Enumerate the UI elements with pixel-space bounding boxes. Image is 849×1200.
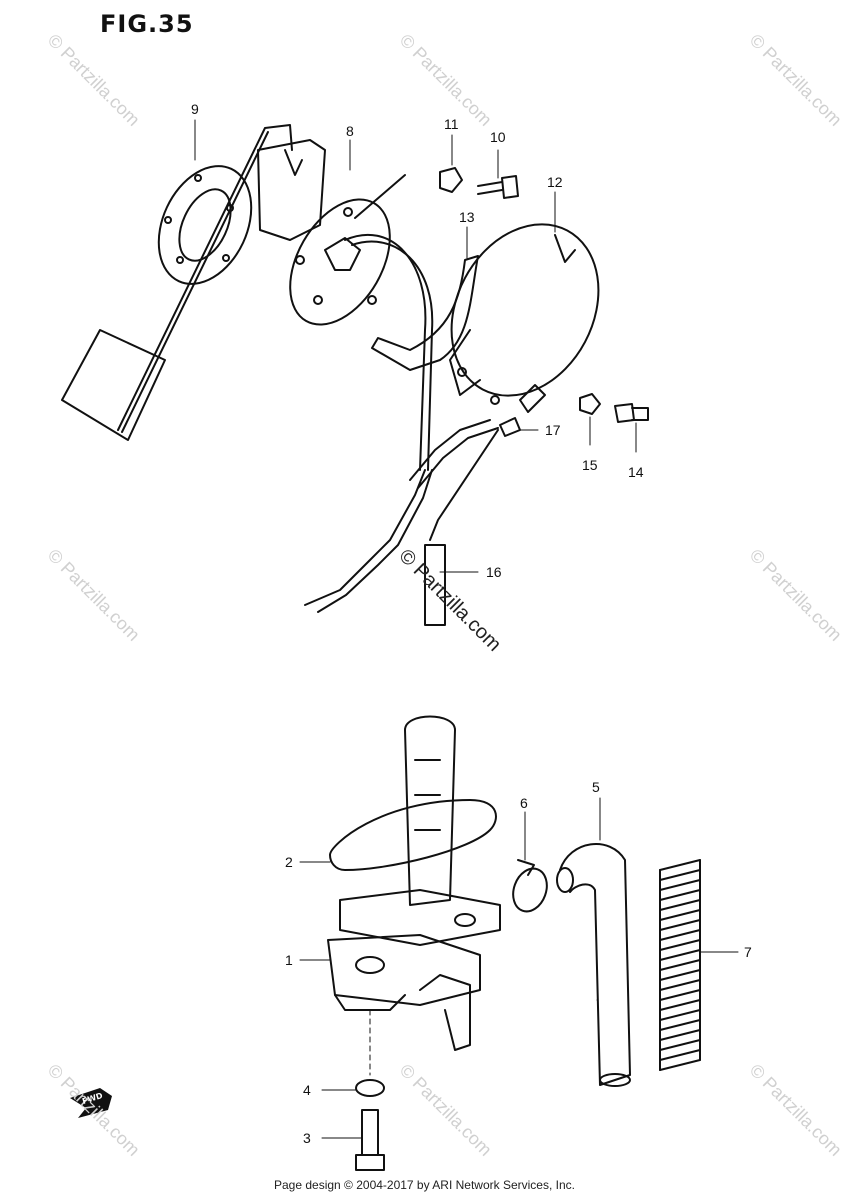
part-17-pin	[499, 417, 521, 437]
callout-6: 6	[520, 795, 528, 811]
part-15-washer	[579, 393, 601, 415]
part-3-bolt	[355, 1109, 385, 1171]
callout-16: 16	[486, 564, 502, 580]
callout-14: 14	[628, 464, 644, 480]
callout-2: 2	[285, 854, 293, 870]
part-14-screw	[614, 403, 649, 423]
part-1-fuel-cock	[327, 715, 501, 1051]
callout-9: 9	[191, 101, 199, 117]
part-5-fuel-hose	[556, 843, 631, 1087]
callout-15: 15	[582, 457, 598, 473]
part-16-hose	[424, 544, 446, 626]
part-12-cover-plate	[449, 223, 600, 413]
callout-4: 4	[303, 1082, 311, 1098]
callout-11: 11	[444, 116, 459, 132]
leader-lines	[194, 119, 739, 1139]
part-8-sender-unit	[257, 139, 434, 471]
callout-12: 12	[547, 174, 563, 190]
fwd-arrow-icon	[70, 1088, 112, 1118]
callout-1: 1	[285, 952, 293, 968]
part-6-hose-clamp	[512, 859, 548, 913]
part-10-bolt	[477, 175, 519, 199]
footer-copyright: Page design © 2004-2017 by ARI Network S…	[273, 1178, 575, 1192]
part-7-spring	[659, 859, 701, 1071]
part-4-washer	[355, 1079, 385, 1097]
figure-title: FIG.35	[100, 10, 194, 38]
callout-5: 5	[592, 779, 600, 795]
callout-13: 13	[459, 209, 475, 225]
callout-7: 7	[744, 944, 752, 960]
callout-3: 3	[303, 1130, 311, 1146]
callout-10: 10	[490, 129, 506, 145]
part-11-nut	[439, 167, 463, 193]
callout-8: 8	[346, 123, 354, 139]
wire-harness	[304, 419, 499, 613]
callout-17: 17	[545, 422, 561, 438]
part-2-o-ring	[329, 799, 497, 871]
part-9-gasket-float	[61, 124, 293, 441]
